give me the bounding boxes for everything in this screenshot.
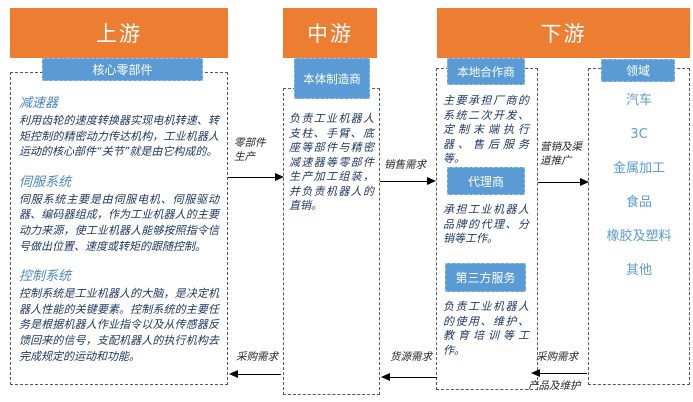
field-item-rubber-plastic: 橡胶及塑料 bbox=[606, 229, 672, 244]
section-control: 控制系统 控制系统是工业机器人的大脑，是决定机器人性能的关键要素。控制系统的主要… bbox=[10, 265, 228, 364]
midstream-body: 负责工业机器人支柱、手臂、底座等部件与精密减速器等零部件生产加工组装，并负责机器… bbox=[289, 112, 374, 213]
tab-third-party-service: 第三方服务 bbox=[445, 263, 526, 292]
arrowhead-right-icon bbox=[580, 178, 589, 186]
field-item-metal: 金属加工 bbox=[612, 161, 665, 176]
section-control-body: 控制系统是工业机器人的大脑，是决定机器人性能的关键要素。控制系统的主要任务是根据… bbox=[19, 287, 219, 363]
label-purchase-demand-upstream: 采购需求 bbox=[236, 351, 278, 363]
label-sales-demand: 销售需求 bbox=[384, 159, 426, 171]
arrowhead-right-icon bbox=[275, 173, 284, 181]
label-supply-demand: 货源需求 bbox=[390, 351, 432, 363]
section-servo-body: 伺服系统主要是由伺服电机、伺服驱动器、编码器组成，作为工业机器人的主要动力来源，… bbox=[19, 192, 219, 253]
arrow-supply-demand bbox=[381, 373, 437, 381]
downstream-header: 下游 bbox=[437, 8, 690, 58]
upstream-header: 上游 bbox=[10, 8, 228, 58]
field-item-other: 其他 bbox=[625, 263, 652, 278]
arrow-marketing-channel bbox=[538, 178, 589, 186]
arrow-parts-production bbox=[228, 173, 284, 181]
field-item-3c: 3C bbox=[630, 127, 648, 142]
field-item-food: 食品 bbox=[625, 195, 652, 210]
tab-local-partner: 本地合作商 bbox=[447, 58, 525, 85]
section-servo: 伺服系统 伺服系统主要是由伺服电机、伺服驱动器、编码器组成，作为工业机器人的主要… bbox=[10, 171, 228, 254]
section-control-title: 控制系统 bbox=[19, 269, 72, 285]
section-reducer: 减速器 利用齿轮的速度转换器实现电机转速、转矩控制的精密动力传达机构，工业机器人… bbox=[10, 92, 228, 160]
arrow-purchase-demand-downstream bbox=[531, 369, 587, 377]
label-marketing-channel: 营销及渠道推广 bbox=[540, 141, 582, 168]
section-reducer-title: 减速器 bbox=[19, 96, 59, 111]
arrowhead-left-icon bbox=[531, 369, 540, 377]
arrowhead-left-icon bbox=[381, 373, 390, 381]
tab-agent: 代理商 bbox=[447, 167, 525, 195]
label-purchase-demand-downstream: 采购需求 bbox=[536, 351, 578, 363]
label-product-and-maintenance: 产品及维护 bbox=[528, 380, 581, 392]
section-servo-title: 伺服系统 bbox=[19, 174, 72, 190]
tab-core-components: 核心零部件 bbox=[42, 58, 203, 81]
arrowhead-right-icon bbox=[427, 177, 436, 185]
midstream-header: 中游 bbox=[283, 8, 377, 58]
third-party-body: 负责工业机器人的使用、维护、教育培训等工作。 bbox=[443, 300, 529, 357]
tab-fields: 领域 bbox=[601, 59, 675, 82]
partner-body: 主要承担厂商的系统二次开发、定制末端执行器、售后服务等。 bbox=[443, 94, 529, 166]
tab-body-manufacturer: 本体制造商 bbox=[294, 58, 370, 99]
label-parts-production: 零部件生产 bbox=[234, 137, 266, 164]
field-item-auto: 汽车 bbox=[625, 93, 652, 108]
arrow-purchase-demand-upstream bbox=[229, 370, 281, 378]
section-reducer-body: 利用齿轮的速度转换器实现电机转速、转矩控制的精密动力传达机构，工业机器人运动的核… bbox=[19, 114, 219, 159]
arrow-sales-demand bbox=[380, 177, 436, 185]
agent-body: 承担工业机器人品牌的代理、分销等工作。 bbox=[443, 203, 529, 246]
fields-list: 汽车 3C 金属加工 食品 橡胶及塑料 其他 bbox=[588, 68, 690, 288]
arrowhead-left-icon bbox=[229, 370, 238, 378]
upstream-sections: 减速器 利用齿轮的速度转换器实现电机转速、转矩控制的精密动力传达机构，工业机器人… bbox=[10, 92, 228, 375]
